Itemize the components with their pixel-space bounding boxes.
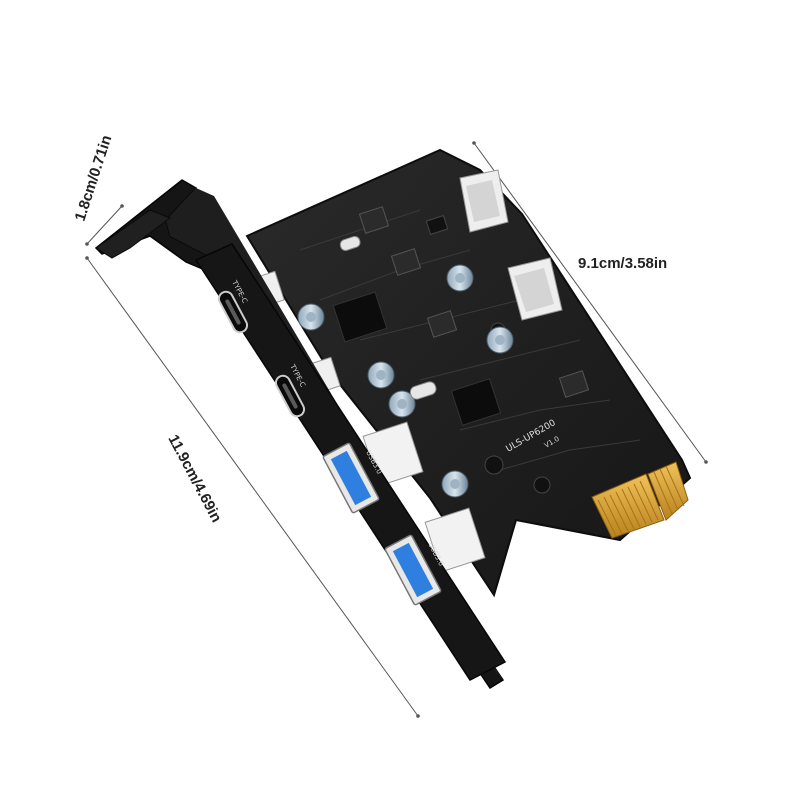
board-width-label: 9.1cm/3.58in	[578, 255, 667, 272]
capacitor-3	[388, 390, 416, 418]
power-header-top	[459, 169, 509, 233]
inductor-2	[533, 476, 551, 494]
small-chip	[425, 214, 449, 236]
capacitor-1	[297, 303, 325, 331]
capacitor-5	[486, 326, 514, 354]
bracket-width-line	[86, 205, 123, 245]
dimension-ticks	[85, 141, 708, 718]
regulator-chip-3	[426, 310, 458, 338]
bracket-width-label: 1.8cm/0.71in	[72, 133, 116, 223]
capacitor-4	[446, 264, 474, 292]
regulator-chip-4	[558, 370, 590, 398]
regulator-chip-1	[358, 206, 390, 234]
board-width-line	[473, 142, 707, 463]
card-height-line	[86, 257, 419, 717]
power-header-middle	[507, 257, 563, 321]
type-c-port-1	[217, 290, 249, 334]
regulator-chip-2	[390, 248, 422, 276]
inductor-1	[484, 455, 504, 475]
dimension-lines	[86, 142, 707, 717]
capacitor-6	[441, 470, 469, 498]
usb-a-housing-2	[424, 507, 486, 573]
controller-chip	[332, 291, 388, 343]
crystal-oscillator	[409, 381, 437, 400]
usb-a-port-1	[322, 442, 380, 514]
type-c-port-2	[274, 374, 306, 418]
usb-a-port-2	[384, 534, 442, 606]
capacitor-2	[367, 361, 395, 389]
pcie-gold-contacts	[591, 461, 689, 539]
card-height-label: 11.9cm/4.69in	[164, 432, 224, 525]
hub-chip	[450, 378, 502, 426]
crystal-oscillator-2	[339, 235, 361, 251]
pcb-board: ULS-UP6200 V1.0	[245, 148, 692, 598]
